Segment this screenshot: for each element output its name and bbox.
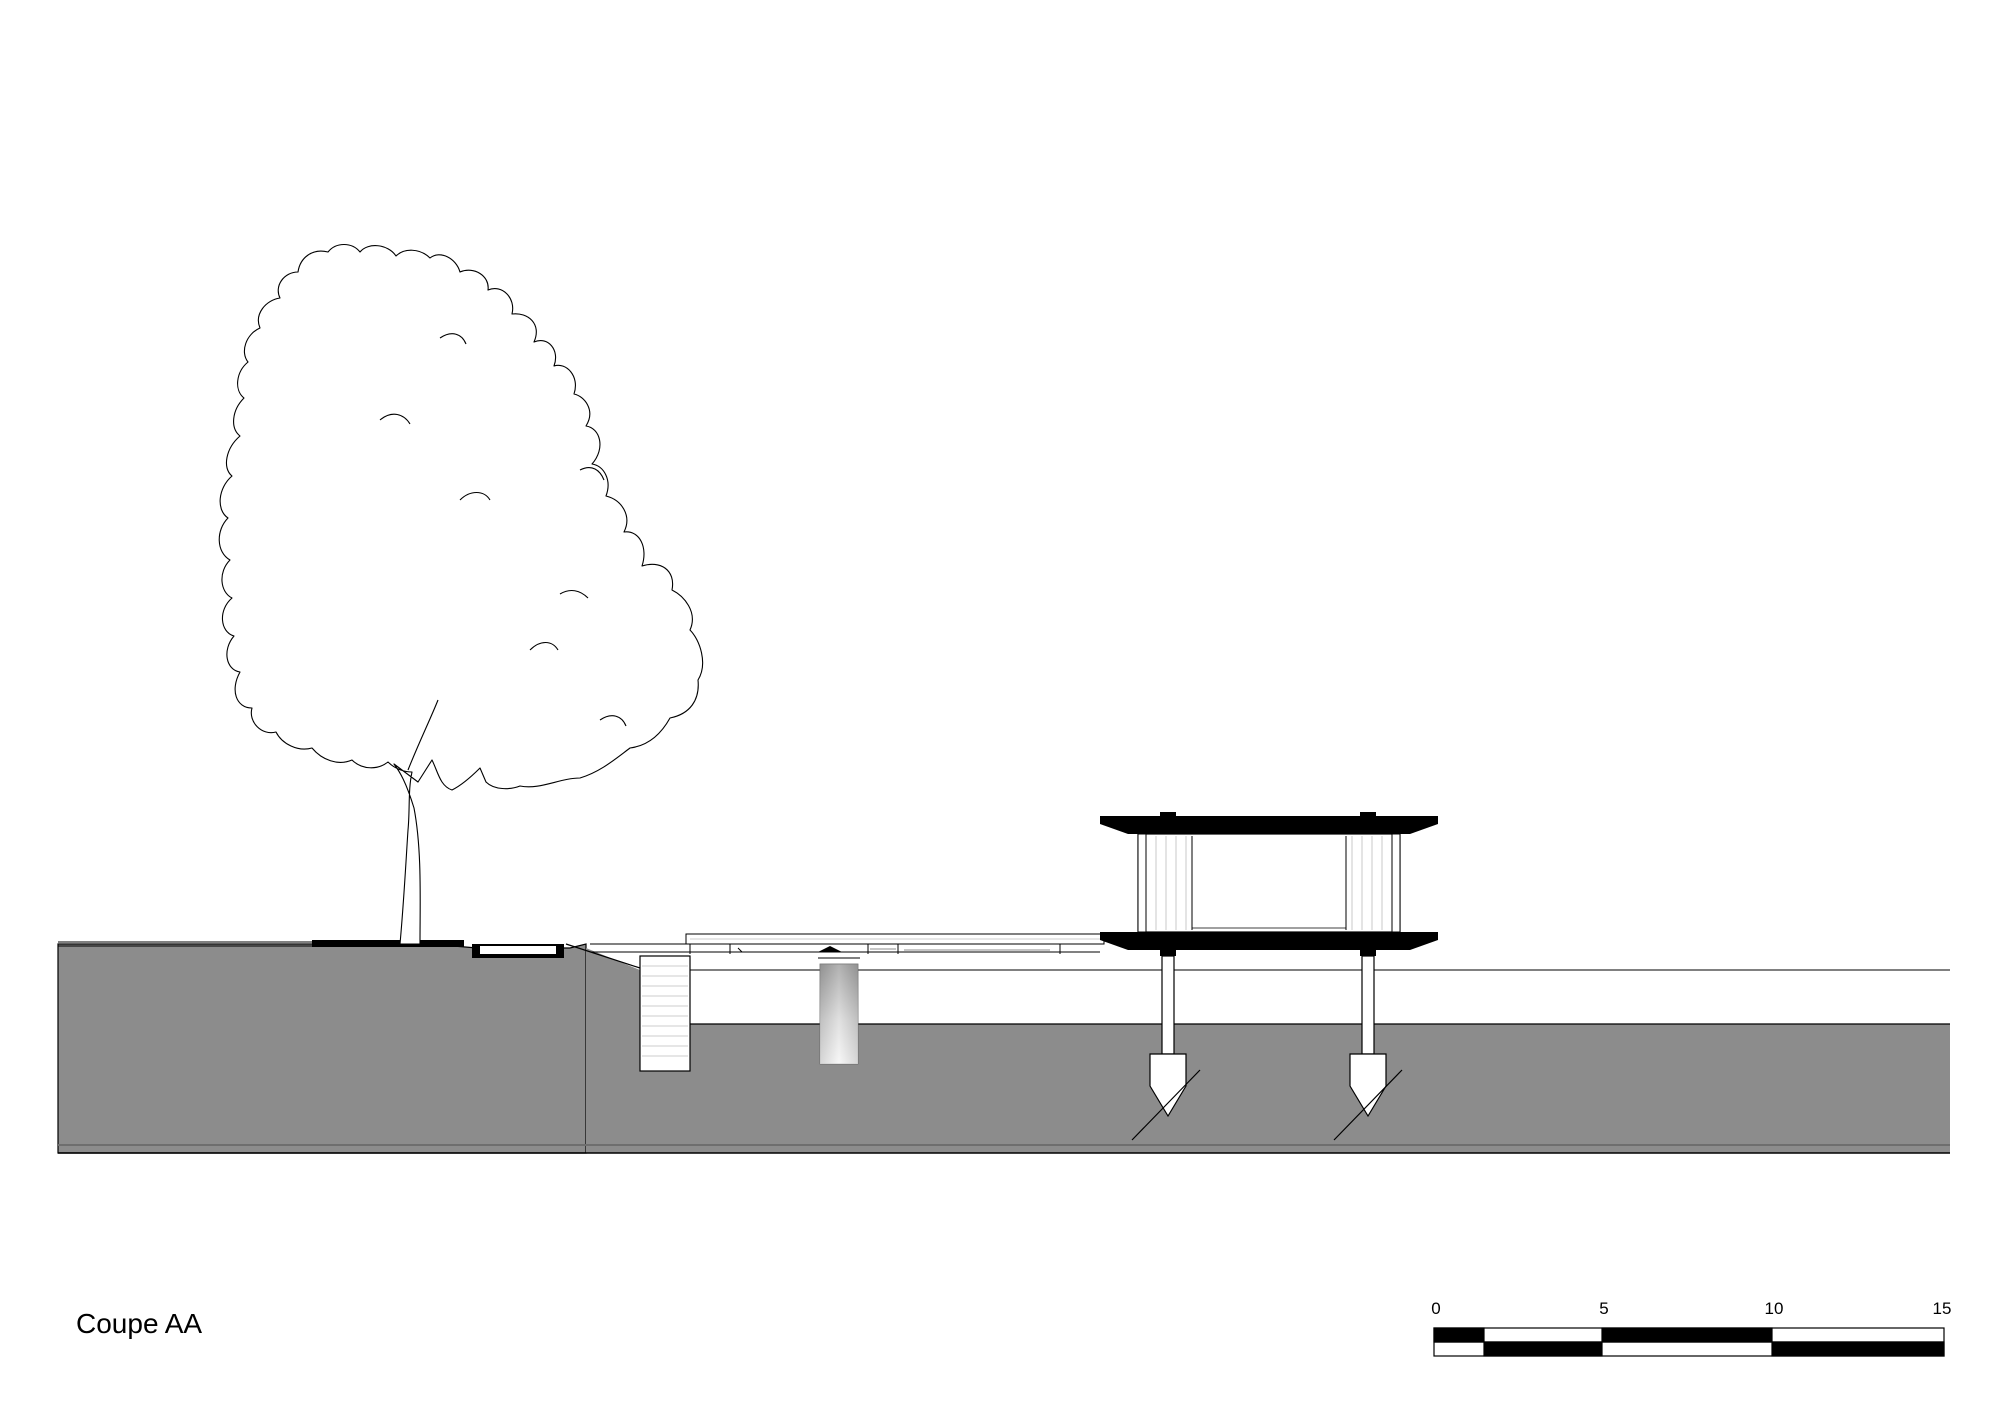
ground-surface bbox=[58, 940, 641, 969]
scale-label-15: 15 bbox=[1932, 1299, 1952, 1318]
tree bbox=[218, 243, 704, 945]
scale-bar bbox=[1433, 1327, 1945, 1357]
scale-label-5: 5 bbox=[1599, 1299, 1609, 1318]
scale-label-10: 10 bbox=[1764, 1299, 1784, 1318]
retaining-wall bbox=[639, 955, 691, 1072]
pavilion bbox=[1100, 812, 1438, 1141]
footbridge bbox=[590, 933, 1105, 1065]
ground-section bbox=[57, 943, 1950, 1154]
scale-label-0: 0 bbox=[1431, 1299, 1441, 1318]
drawing-title: Coupe AA bbox=[76, 1308, 203, 1339]
water-level bbox=[690, 969, 1950, 1025]
